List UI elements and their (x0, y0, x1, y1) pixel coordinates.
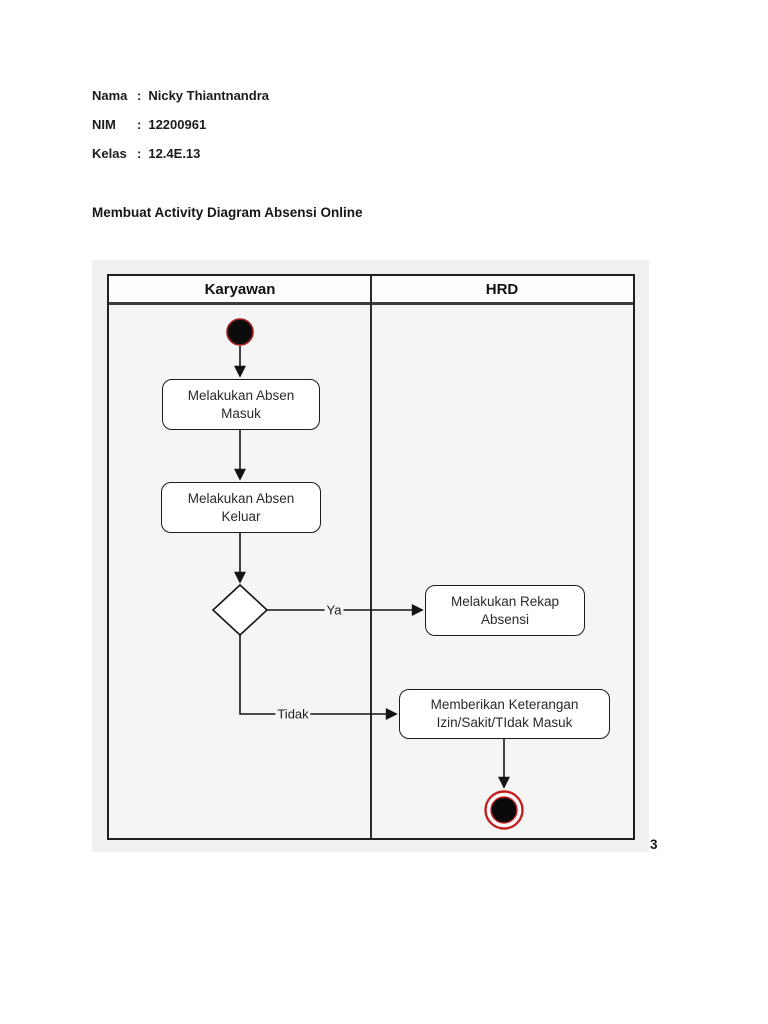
swimlane-table: Karyawan HRD (107, 274, 635, 840)
page-title: Membuat Activity Diagram Absensi Online (92, 205, 363, 220)
info-separator: : (137, 88, 142, 103)
lane-header-karyawan: Karyawan (204, 280, 276, 298)
end-node (490, 796, 518, 824)
activity-memberikan-keterangan: Memberikan Keterangan Izin/Sakit/TIdak M… (399, 689, 610, 739)
info-row-kelas: Kelas : 12.4E.13 (92, 146, 269, 161)
start-node (226, 318, 254, 346)
info-label: NIM (92, 117, 116, 132)
info-row-nim: NIM : 12200961 (92, 117, 269, 132)
lane-divider (370, 276, 372, 838)
info-separator: : (137, 146, 142, 161)
lane-header-hrd: HRD (485, 280, 519, 298)
info-separator: : (137, 117, 142, 132)
info-value: 12200961 (148, 117, 207, 132)
info-label: Nama (92, 88, 128, 103)
activity-absen-masuk: Melakukan Absen Masuk (162, 379, 320, 430)
end-node-ring (484, 790, 524, 830)
info-label: Kelas (92, 146, 127, 161)
edge-label-ya: Ya (324, 602, 344, 618)
info-value: Nicky Thiantnandra (148, 88, 269, 103)
info-row-nama: Nama : Nicky Thiantnandra (92, 88, 269, 103)
info-value: 12.4E.13 (148, 146, 201, 161)
decision-diamond (211, 583, 269, 637)
page-number: 3 (650, 837, 658, 852)
activity-rekap-absensi: Melakukan Rekap Absensi (425, 585, 585, 636)
flow-arrow-tidak (239, 635, 398, 720)
activity-diagram-container: Karyawan HRD (92, 260, 649, 852)
edge-label-tidak: Tidak (275, 706, 311, 722)
activity-absen-keluar: Melakukan Absen Keluar (161, 482, 321, 533)
student-info: Nama : Nicky Thiantnandra NIM : 12200961… (92, 88, 269, 175)
flow-svg (211, 318, 524, 830)
